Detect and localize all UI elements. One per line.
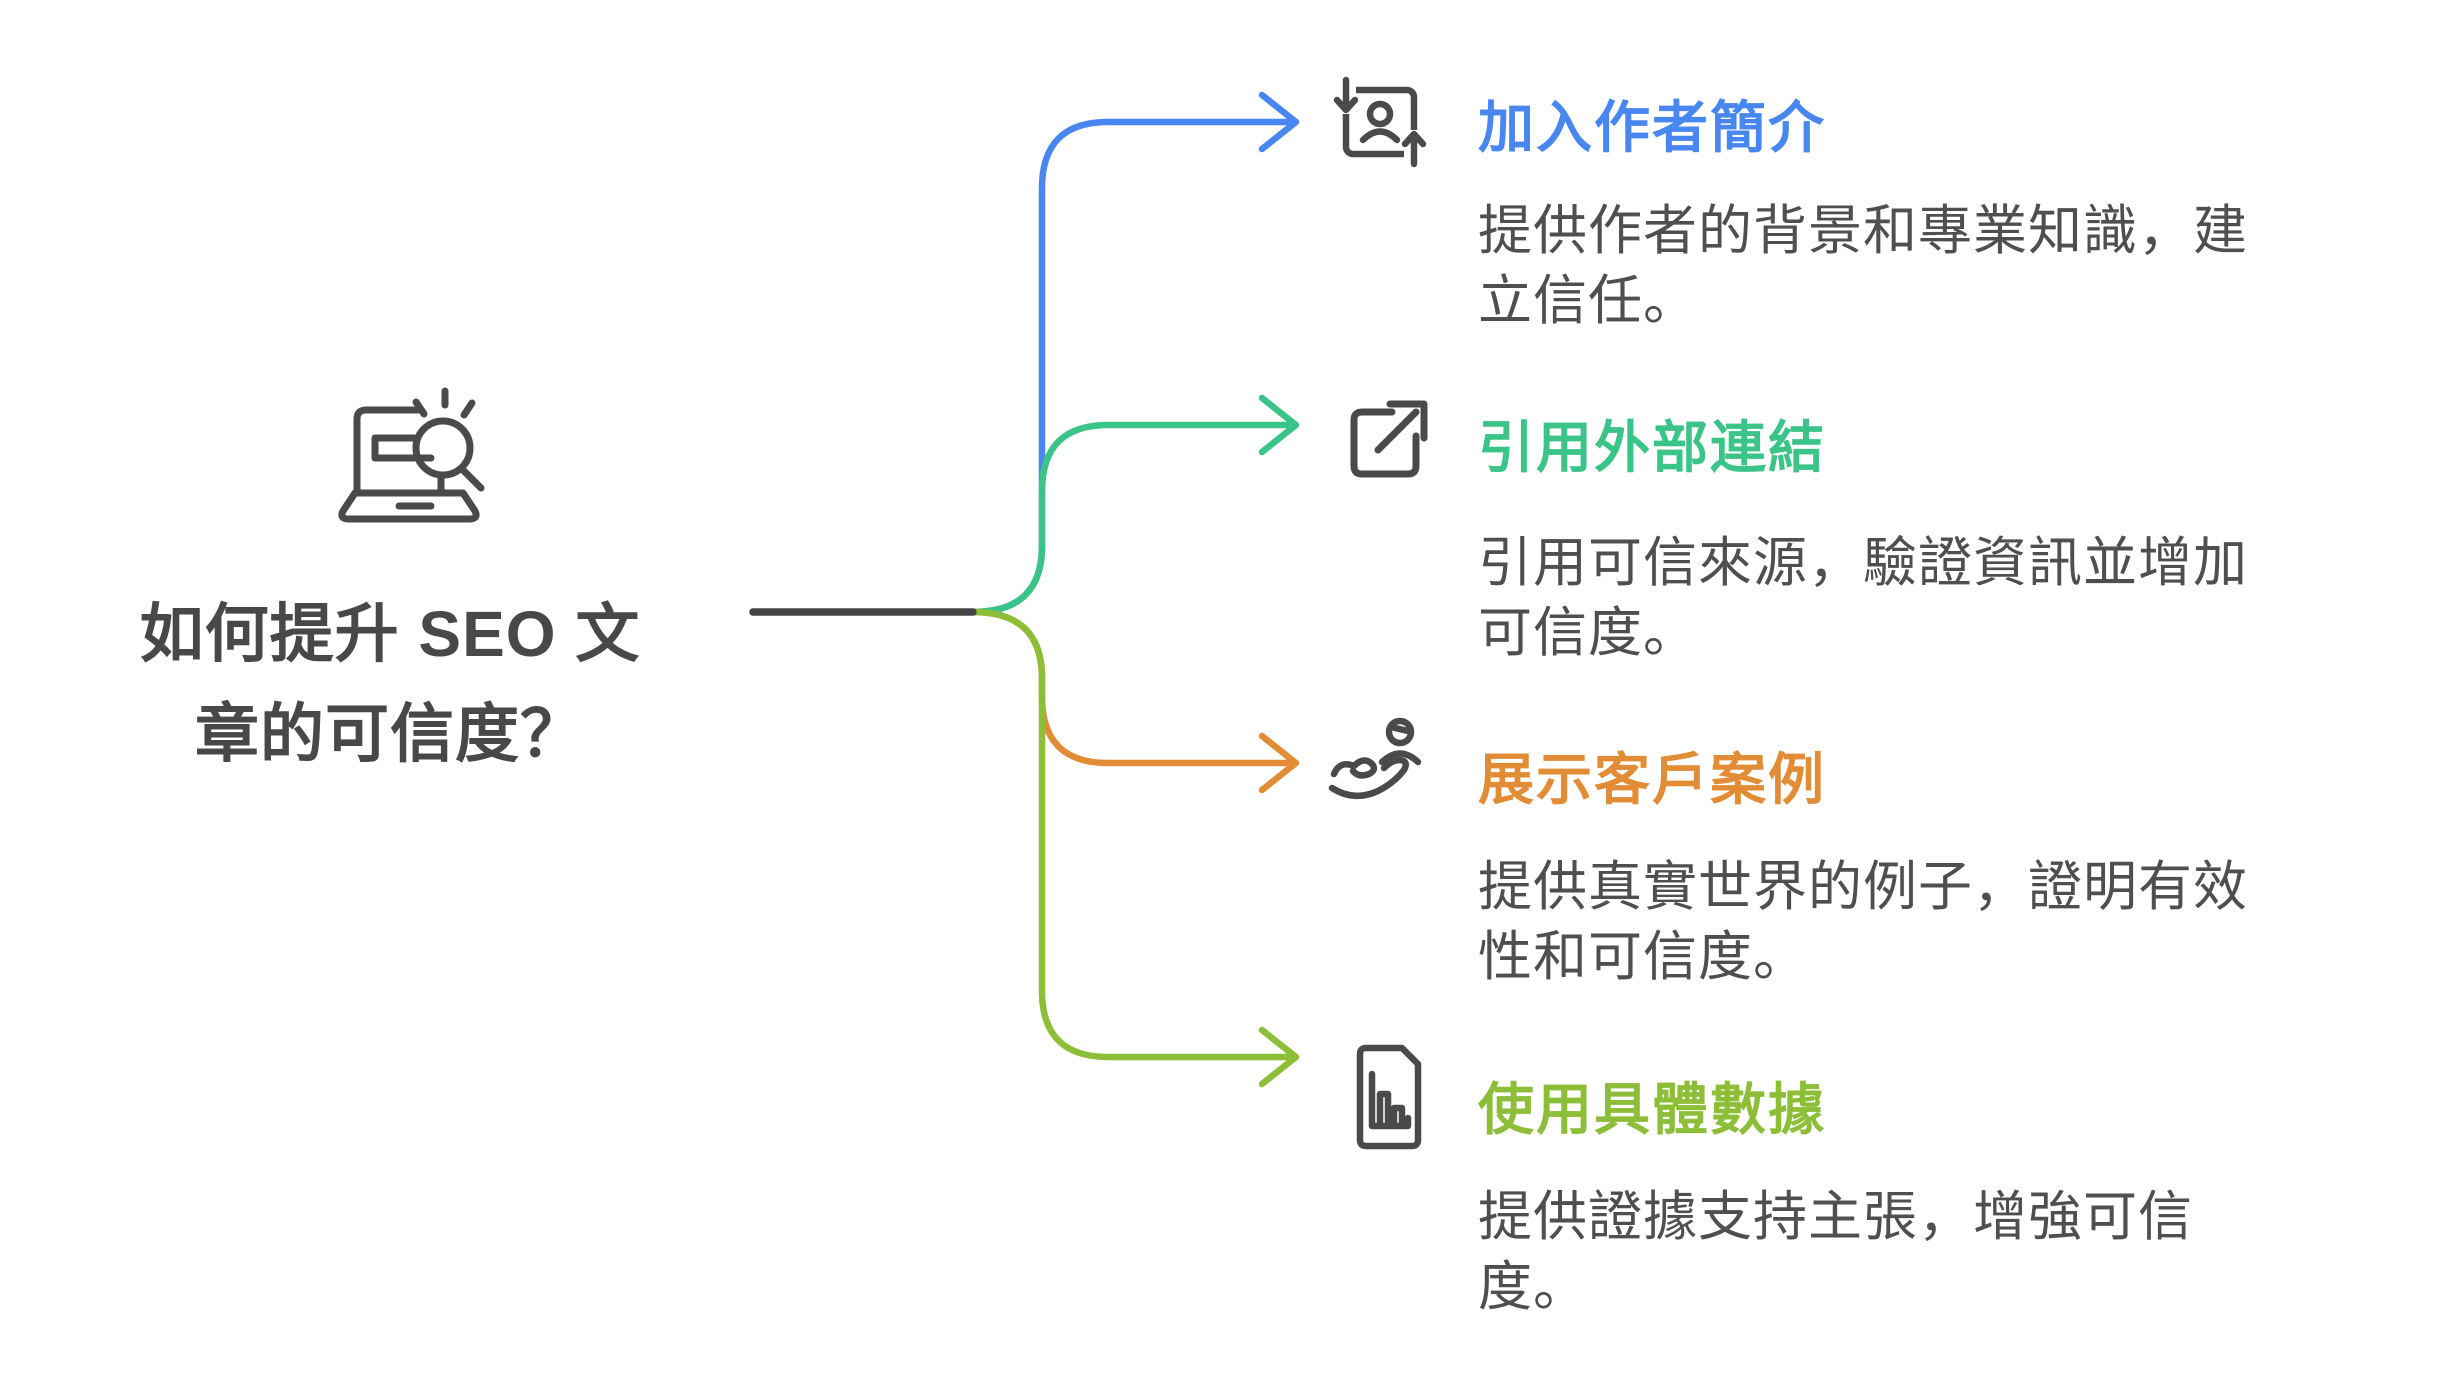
branch-connector-customer-cases	[969, 608, 1300, 794]
center-title-line: 章的可信度？	[195, 698, 585, 770]
desc-line: 引用可信來源，驗證資訊並增加	[1478, 533, 2248, 593]
branch-title-author-bio: 加入作者簡介	[1478, 96, 1826, 159]
branch-title-customer-cases: 展示客戶案例	[1478, 748, 1826, 811]
desc-line: 度。	[1478, 1257, 1588, 1317]
branch-connector-concrete-data	[969, 608, 1300, 1088]
laptop-search-icon	[318, 370, 504, 560]
branch-desc-concrete-data: 提供證據支持主張，增強可信 度。	[1478, 1182, 2278, 1322]
user-sync-icon	[1332, 74, 1428, 170]
branch-desc-external-links: 引用可信來源，驗證資訊並增加 可信度。	[1478, 528, 2278, 668]
customer-care-icon	[1326, 712, 1438, 824]
document-chart-icon	[1340, 1040, 1436, 1156]
desc-line: 立信任。	[1478, 271, 1698, 331]
branch-title-external-links: 引用外部連結	[1478, 416, 1826, 479]
branch-desc-customer-cases: 提供真實世界的例子，證明有效 性和可信度。	[1478, 852, 2278, 992]
branch-title-concrete-data: 使用具體數據	[1478, 1078, 1826, 1141]
desc-line: 提供作者的背景和專業知識，建	[1478, 201, 2248, 261]
desc-line: 提供真實世界的例子，證明有效	[1478, 857, 2248, 917]
external-link-icon	[1332, 386, 1436, 490]
desc-line: 提供證據支持主張，增強可信	[1478, 1187, 2193, 1247]
branch-connector-author-bio	[969, 91, 1300, 616]
desc-line: 可信度。	[1478, 603, 1698, 663]
center-topic-title: 如何提升 SEO 文 章的可信度？	[50, 584, 730, 784]
desc-line: 性和可信度。	[1478, 927, 1808, 987]
center-title-line: 如何提升 SEO 文	[139, 598, 641, 670]
branch-desc-author-bio: 提供作者的背景和專業知識，建 立信任。	[1478, 196, 2278, 336]
branch-connector-external-links	[969, 394, 1300, 616]
